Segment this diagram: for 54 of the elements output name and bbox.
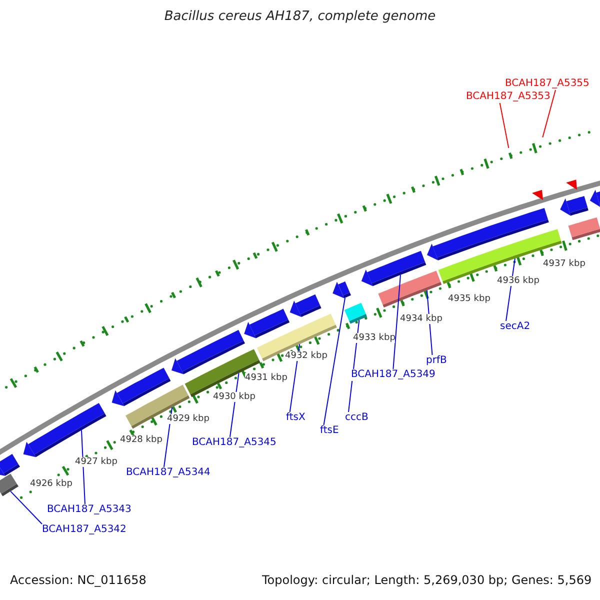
gene-block: [568, 217, 600, 240]
gene-feature: [590, 188, 600, 207]
scale-label: 4931 kbp: [245, 373, 288, 384]
scale-label: 4930 kbp: [213, 392, 256, 402]
gene-label: prfB: [426, 355, 447, 366]
gene-feature: [244, 308, 290, 338]
gene-label: BCAH187_A5355: [505, 78, 590, 90]
gene-feature: [172, 330, 245, 374]
gene-label: secA2: [500, 321, 530, 332]
gene-feature: [361, 250, 426, 286]
scale-label: 4927 kbp: [75, 457, 118, 468]
leader-line: [506, 258, 516, 322]
leader-line: [323, 297, 346, 426]
gene-feature: [427, 208, 549, 260]
leader-line: [499, 102, 510, 148]
scale-label: 4933 kbp: [353, 333, 396, 344]
scale-label: 4928 kbp: [120, 435, 162, 446]
gene-block: [344, 302, 367, 324]
chart-title: Bacillus cereus AH187, complete genome: [163, 10, 437, 25]
gene-feature: [0, 454, 20, 476]
leader-line: [81, 430, 86, 504]
footer-text: Accession: NC_011658: [10, 574, 146, 588]
gene-label: BCAH187_A5349: [351, 369, 436, 380]
gene-label: ftsE: [320, 425, 339, 436]
gene-feature: [112, 368, 171, 406]
feature-marker: [532, 190, 543, 200]
gene-feature: [290, 294, 322, 317]
gene-label: BCAH187_A5345: [192, 437, 276, 448]
scale-label: 4934 kbp: [400, 314, 442, 324]
gene-label: cccB: [345, 412, 368, 424]
scale-label: 4929 kbp: [167, 414, 210, 424]
scale-label: 4926 kbp: [30, 479, 72, 490]
gene-block: [378, 270, 442, 308]
leader-line: [426, 290, 433, 356]
scale-label: 4937 kbp: [543, 259, 586, 270]
gene-block: [0, 474, 18, 496]
gene-feature: [560, 196, 588, 216]
gene-feature: [23, 403, 106, 458]
gene-label: BCAH187_A5343: [47, 504, 132, 516]
gene-label: BCAH187_A5353: [466, 91, 550, 102]
footer-text: Topology: circular; Length: 5,269,030 bp; Genes: 5,569: [262, 574, 592, 588]
leader-line: [392, 274, 401, 370]
gene-label: BCAH187_A5344: [126, 467, 210, 478]
scale-label: 4936 kbp: [497, 276, 540, 286]
gene-label: BCAH187_A5342: [42, 524, 126, 536]
gene-block: [126, 384, 190, 429]
gene-feature: [332, 281, 351, 298]
leader-line: [542, 89, 556, 138]
gene-block: [256, 314, 337, 362]
leader-line: [10, 490, 42, 524]
scale-label: 4932 kbp: [285, 351, 328, 362]
scale-label: 4935 kbp: [448, 294, 490, 304]
gene-label: ftsX: [286, 412, 306, 424]
feature-marker: [566, 180, 577, 190]
